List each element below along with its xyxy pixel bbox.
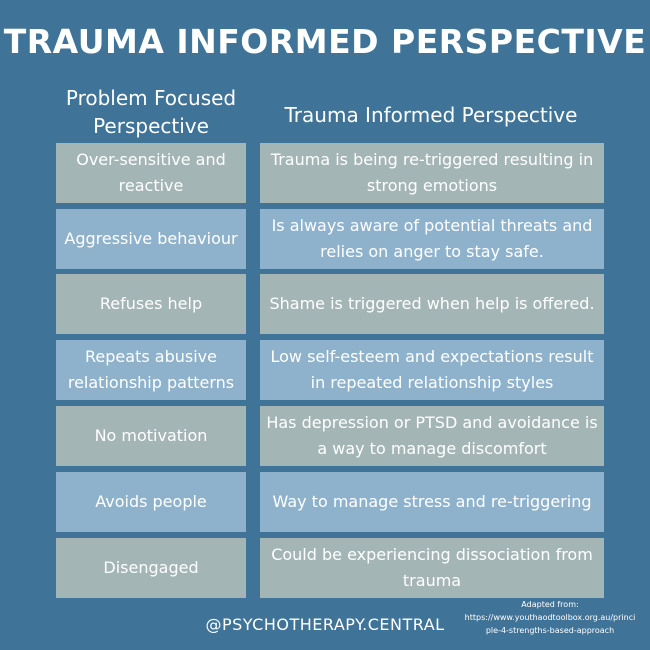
table-row: Repeats abusive relationship patterns Lo… — [56, 340, 604, 400]
page-title: TRAUMA INFORMED PERSPECTIVE — [3, 22, 647, 61]
problem-cell: Avoids people — [56, 472, 246, 532]
table-row: Aggressive behaviour Is always aware of … — [56, 209, 604, 269]
credit-url-line-2: ple-4-strengths-based-approach — [485, 626, 615, 635]
problem-cell: Refuses help — [56, 274, 246, 334]
column-header-trauma-informed: Trauma Informed Perspective — [284, 103, 578, 127]
problem-cell: No motivation — [56, 406, 246, 466]
source-credit: Adapted from: https://www.youthaodtoolbo… — [455, 598, 645, 637]
table-row: Refuses help Shame is triggered when hel… — [56, 274, 604, 334]
trauma-cell: Has depression or PTSD and avoidance is … — [260, 406, 604, 466]
problem-cell: Aggressive behaviour — [56, 209, 246, 269]
trauma-cell: Is always aware of potential threats and… — [260, 209, 604, 269]
problem-cell: Repeats abusive relationship patterns — [56, 340, 246, 400]
social-handle: @PSYCHOTHERAPY.CENTRAL — [0, 615, 650, 634]
trauma-cell: Way to manage stress and re-triggering — [260, 472, 604, 532]
social-handle-text: @PSYCHOTHERAPY.CENTRAL — [205, 615, 445, 634]
problem-cell: Over-sensitive and reactive — [56, 143, 246, 203]
table-row: No motivation Has depression or PTSD and… — [56, 406, 604, 466]
credit-url-line-1: https://www.youthaodtoolbox.org.au/princ… — [464, 613, 636, 622]
trauma-cell: Trauma is being re-triggered resulting i… — [260, 143, 604, 203]
trauma-cell: Could be experiencing dissociation from … — [260, 538, 604, 598]
table-row: Over-sensitive and reactive Trauma is be… — [56, 143, 604, 203]
table-row: Avoids people Way to manage stress and r… — [56, 472, 604, 532]
trauma-cell: Low self-esteem and expectations result … — [260, 340, 604, 400]
credit-title: Adapted from: — [521, 600, 579, 609]
problem-cell: Disengaged — [56, 538, 246, 598]
table-row: Disengaged Could be experiencing dissoci… — [56, 538, 604, 598]
trauma-cell: Shame is triggered when help is offered. — [260, 274, 604, 334]
column-header-problem-focused: Problem Focused Perspective — [65, 86, 237, 138]
